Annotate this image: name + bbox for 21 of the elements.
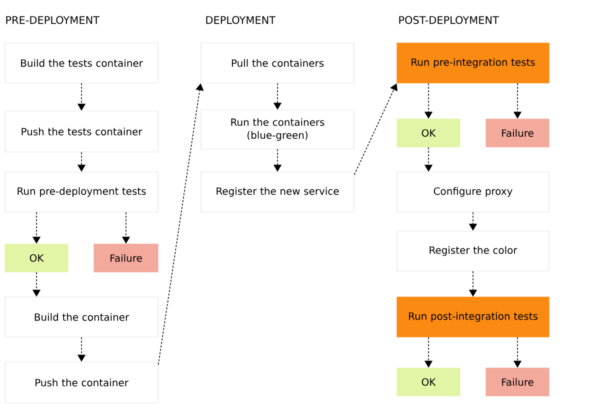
process-box: Build the tests container xyxy=(4,42,158,84)
status-box: Failure xyxy=(486,368,550,396)
process-box: Run pre-deployment tests xyxy=(4,172,158,212)
status-box: OK xyxy=(396,368,460,396)
process-box: Run post-integration tests xyxy=(396,296,550,338)
section-heading: DEPLOYMENT xyxy=(206,16,276,24)
section-heading: PRE-DEPLOYMENT xyxy=(6,16,100,24)
section-heading: POST-DEPLOYMENT xyxy=(399,16,499,24)
status-box: OK xyxy=(396,118,460,148)
process-box: Register the new service xyxy=(200,172,354,212)
process-box: Run the containers (blue-green) xyxy=(200,110,354,150)
process-box: Push the tests container xyxy=(4,110,158,152)
status-box: Failure xyxy=(94,244,158,272)
process-box: Build the container xyxy=(4,296,158,338)
status-box: Failure xyxy=(486,118,550,148)
process-box: Run pre-integration tests xyxy=(396,42,550,84)
process-box: Push the container xyxy=(4,362,158,404)
process-box: Configure proxy xyxy=(396,172,550,212)
process-box: Pull the containers xyxy=(200,42,354,84)
process-box: Register the color xyxy=(396,230,550,272)
status-box: OK xyxy=(4,244,68,272)
